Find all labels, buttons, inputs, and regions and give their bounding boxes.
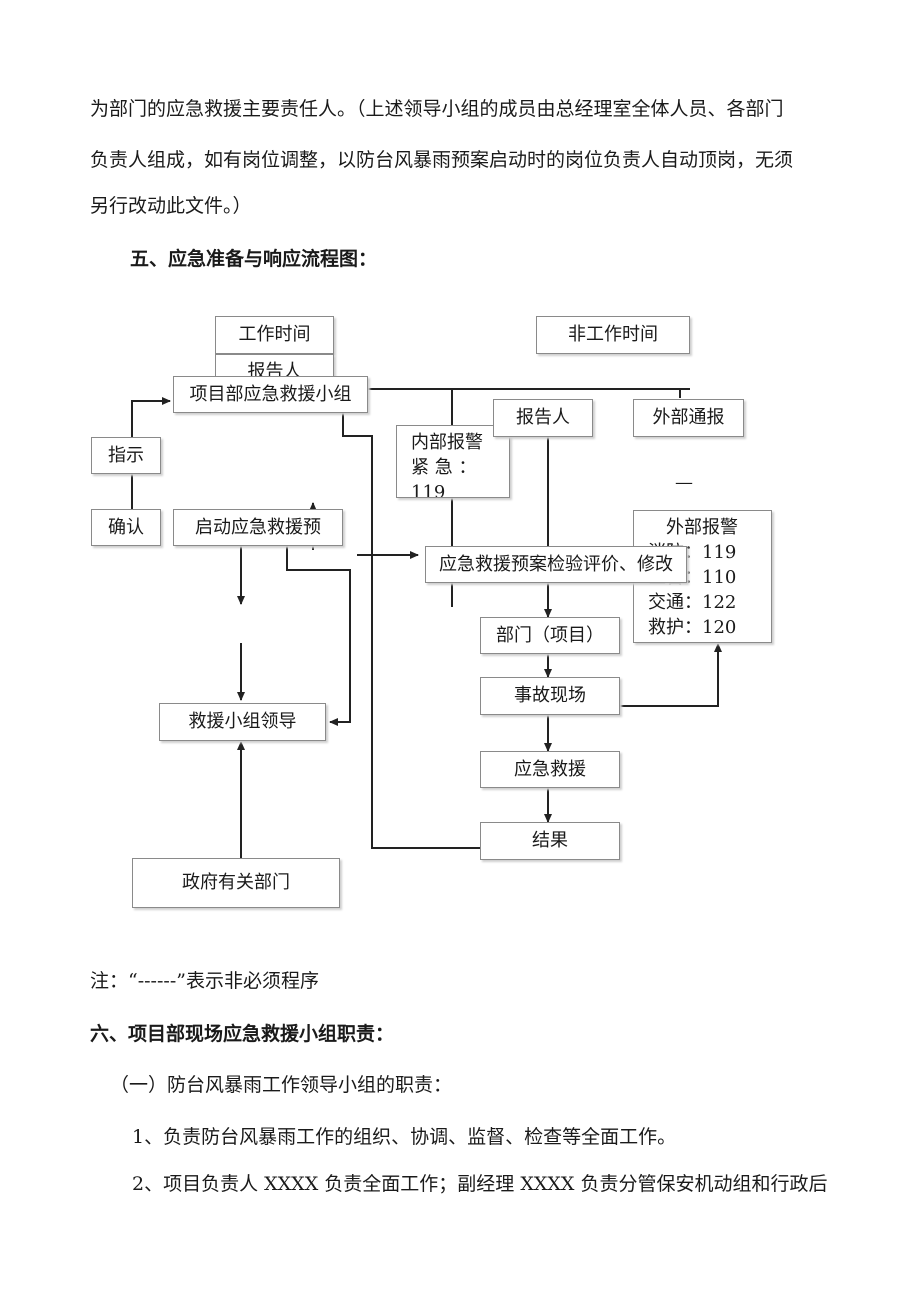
- project-team-label: 项目部应急救援小组: [189, 384, 352, 405]
- dash-mark: —: [675, 472, 693, 493]
- reporter-left-label: 报告人: [247, 361, 302, 378]
- box-rescue: 应急救援: [480, 751, 620, 788]
- box-reporter-right: 报告人: [493, 399, 593, 437]
- list-item-2: 2、项目负责人 XXXX 负责全面工作；副经理 XXXX 负责分管保安机动组和行…: [132, 1173, 828, 1195]
- paragraph-line-1: 为部门的应急救援主要责任人。（上述领导小组的成员由总经理室全体人员、各部门: [90, 98, 784, 120]
- rescue-leader-label: 救援小组领导: [188, 711, 297, 732]
- government-label: 政府有关部门: [182, 872, 290, 893]
- section-heading-6: 六、项目部现场应急救援小组职责：: [90, 1023, 395, 1045]
- arrow-loop-to-leader: [286, 545, 351, 726]
- internal-alarm-line-3: 119: [411, 482, 446, 498]
- box-accident-site: 事故现场: [480, 677, 620, 715]
- arrow-site-to-external: [620, 643, 722, 707]
- plan-review-label: 应急救援预案检验评价、修改: [439, 554, 673, 575]
- instruct-label: 指示: [108, 445, 144, 466]
- box-start-plan: 启动应急救援预: [173, 509, 343, 546]
- arrow-instruct-to-team: [131, 397, 171, 437]
- internal-alarm-line-1: 内部报警: [411, 432, 483, 453]
- connector-team-down: [342, 412, 480, 849]
- rescue-label: 应急救援: [514, 759, 586, 780]
- box-internal-alarm: 内部报警 紧 急 ： 119: [396, 425, 510, 498]
- box-work-time: 工作时间: [215, 316, 334, 354]
- section-heading-5: 五、应急准备与响应流程图：: [130, 248, 378, 270]
- paragraph-line-3: 另行改动此文件。）: [90, 195, 252, 217]
- confirm-label: 确认: [108, 517, 144, 538]
- department-label: 部门（项目）: [496, 625, 604, 646]
- box-department: 部门（项目）: [480, 617, 620, 654]
- external-notify-label: 外部通报: [652, 407, 725, 428]
- box-instruct: 指示: [91, 437, 161, 474]
- flowchart-note: 注：“------”表示非必须程序: [90, 970, 319, 992]
- work-time-label: 工作时间: [238, 324, 311, 345]
- box-result: 结果: [480, 822, 620, 860]
- result-label: 结果: [532, 830, 568, 851]
- box-external-notify: 外部通报: [633, 399, 744, 437]
- box-reporter-left: 报告人: [215, 354, 334, 378]
- external-alarm-title: 外部报警: [666, 517, 738, 538]
- external-alarm-ambulance: 救护：120: [648, 617, 737, 638]
- accident-site-label: 事故现场: [514, 685, 586, 706]
- subsection-heading-1: （一）防台风暴雨工作领导小组的职责：: [110, 1074, 453, 1096]
- external-alarm-traffic: 交通：122: [648, 592, 737, 613]
- start-plan-label: 启动应急救援预: [195, 517, 321, 538]
- box-rescue-leader: 救援小组领导: [159, 703, 326, 741]
- paragraph-line-2: 负责人组成，如有岗位调整，以防台风暴雨预案启动时的岗位负责人自动顶岗，无须: [90, 149, 794, 171]
- list-item-1: 1、负责防台风暴雨工作的组织、协调、监督、检查等全面工作。: [132, 1126, 677, 1148]
- non-work-time-label: 非工作时间: [568, 324, 658, 345]
- box-confirm: 确认: [91, 509, 161, 546]
- box-non-work-time: 非工作时间: [536, 316, 690, 354]
- box-plan-review: 应急救援预案检验评价、修改: [425, 546, 687, 583]
- reporter-right-label: 报告人: [516, 407, 570, 428]
- box-government: 政府有关部门: [132, 858, 340, 908]
- internal-alarm-line-2: 紧 急 ：: [411, 457, 477, 478]
- box-project-team: 项目部应急救援小组: [173, 376, 368, 413]
